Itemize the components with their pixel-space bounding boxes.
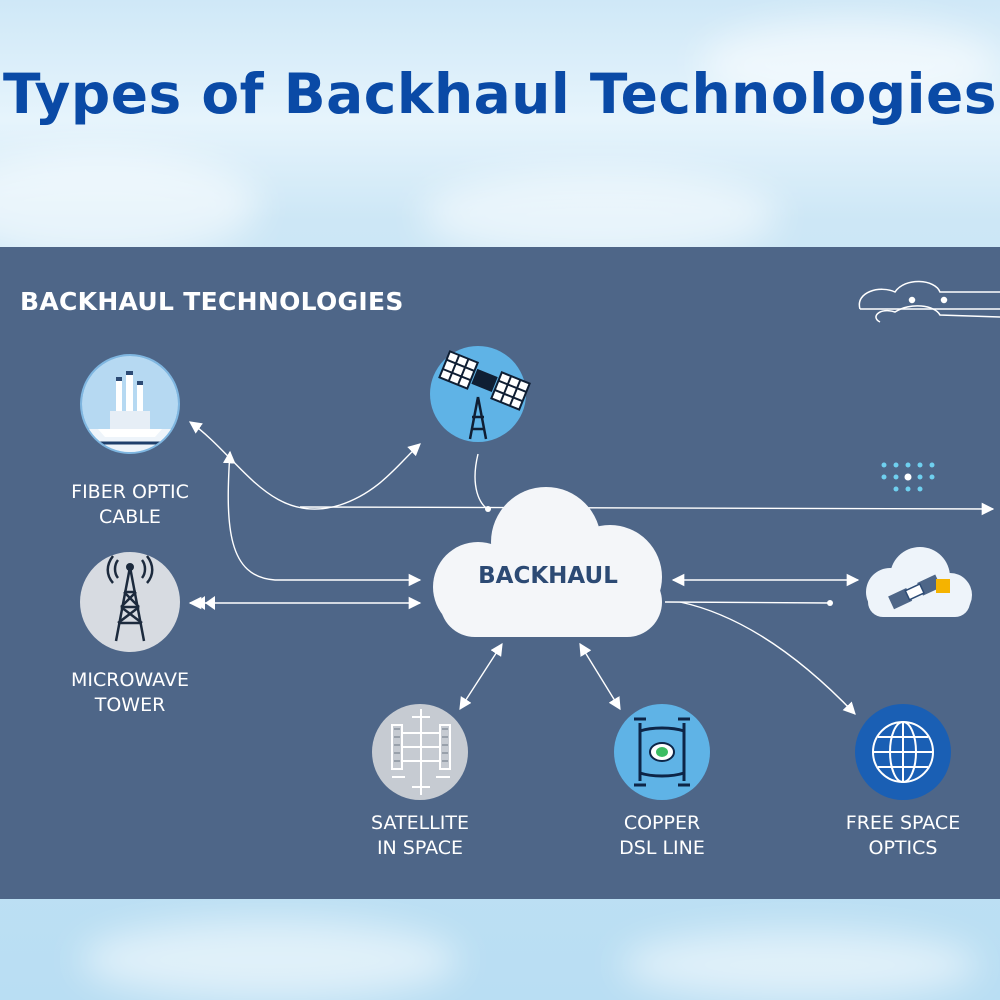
hub-label: BACKHAUL xyxy=(478,563,618,589)
microwave-tower-icon xyxy=(80,552,180,652)
free-space-optics-label: FREE SPACE OPTICS xyxy=(845,812,961,859)
outline-clouds-decoration xyxy=(858,280,1000,323)
dsl-icon xyxy=(614,704,710,800)
satellite-icon xyxy=(430,346,531,442)
copper-dsl-label: COPPER DSL LINE xyxy=(619,812,705,859)
circuit-icon xyxy=(372,704,468,800)
double-chevron-icon xyxy=(195,596,215,610)
diagram-heading: BACKHAUL TECHNOLOGIES xyxy=(20,287,404,316)
diagram-panel: BACKHAUL TECHNOLOGIES BACKHAUL FIBER OPT… xyxy=(0,247,1000,899)
microwave-tower-label: MICROWAVE TOWER xyxy=(71,669,189,716)
satellite-to-hub-connector xyxy=(474,453,489,510)
satellite-in-space-label: SATELLITE IN SPACE xyxy=(371,812,469,859)
hub-to-fso-connector xyxy=(679,601,856,715)
hub-to-satellite-space-connector xyxy=(459,642,503,711)
hub-to-copper-connector xyxy=(579,642,621,711)
main-right-arrow xyxy=(299,502,995,516)
dot-grid-decoration xyxy=(881,462,935,492)
globe-icon xyxy=(855,704,951,800)
fiber-to-satellite-connector xyxy=(188,421,421,510)
fiber-to-hub-connector xyxy=(222,450,422,587)
fiber-optic-label: FIBER OPTIC CABLE xyxy=(71,481,189,528)
connectors xyxy=(188,421,995,715)
cloud-satellite-icon xyxy=(866,547,972,617)
diagram-canvas xyxy=(80,280,1000,800)
hub-to-cloud-lower xyxy=(664,601,831,604)
page-title: Types of Backhaul Technologies xyxy=(2,62,998,126)
backhaul-hub-cloud xyxy=(433,487,662,637)
fiber-optic-icon xyxy=(80,354,180,454)
